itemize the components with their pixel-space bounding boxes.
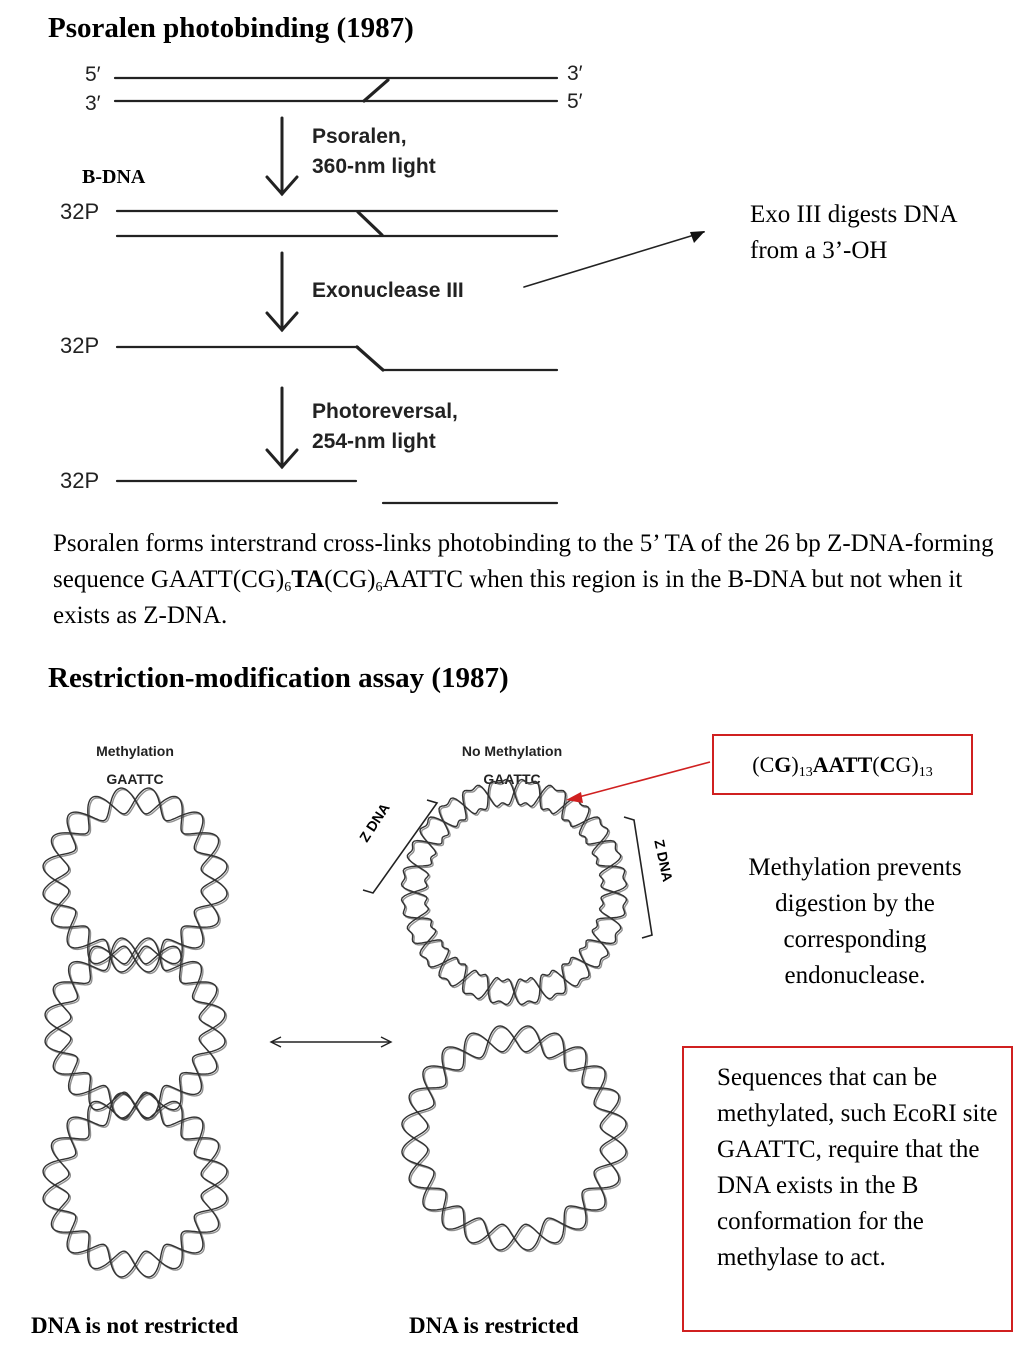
bottom-strand-3-end: 3′ bbox=[85, 92, 101, 115]
p32-label-1: 32P bbox=[60, 199, 100, 224]
methylation-label: Methylation GAATTC bbox=[96, 743, 174, 787]
psoralen-scheme bbox=[113, 76, 705, 505]
right-ring-bdna-strand-2 bbox=[401, 1025, 627, 1251]
digested-crosslink bbox=[355, 345, 385, 372]
restriction-title: Restriction-modification assay (1987) bbox=[48, 662, 509, 694]
right-ring-zdna-strand-1 bbox=[400, 778, 628, 1006]
step-exonuclease: Exonuclease III bbox=[312, 279, 464, 302]
sequences-note-box: Sequences that can be methylated, such E… bbox=[682, 1046, 1013, 1332]
top-strand-5-end: 5′ bbox=[85, 63, 101, 86]
sequence-box: (CG)13AATT(CG)13 bbox=[712, 734, 973, 795]
psoralen-description: Psoralen forms interstrand cross-links p… bbox=[53, 530, 994, 629]
zdna-bracket-left bbox=[362, 799, 439, 894]
p32-label-2: 32P bbox=[60, 333, 100, 358]
psoralen-title: Psoralen photobinding (1987) bbox=[48, 12, 414, 44]
sequences-note: Sequences that can be methylated, such E… bbox=[717, 1064, 998, 1271]
top-strand-3-end: 3′ bbox=[567, 62, 583, 85]
left-ring-bottom-strand-2 bbox=[42, 1092, 228, 1278]
p32-label-3: 32P bbox=[60, 468, 100, 493]
bdna-label: B-DNA bbox=[82, 166, 146, 188]
step-photoreversal: Photoreversal, 254-nm light bbox=[312, 400, 458, 453]
methylation-note: Methylation prevents digestion by the co… bbox=[748, 854, 962, 989]
left-ring-bottom-strand-2 bbox=[43, 1093, 230, 1280]
step-psoralen: Psoralen, 360-nm light bbox=[312, 125, 436, 178]
bottom-strand-5-end: 5′ bbox=[567, 90, 583, 113]
annotation-arrowhead bbox=[690, 231, 705, 243]
right-ring-bdna-strand-2 bbox=[402, 1026, 629, 1253]
crosslink-bound bbox=[356, 210, 384, 237]
exo-annotation: Exo III digests DNA from a 3’-OH bbox=[750, 201, 958, 264]
right-ring-bdna-strand-1 bbox=[401, 1025, 627, 1251]
red-pointer-arrow bbox=[574, 761, 711, 799]
right-ring-zdna-strand-2 bbox=[402, 780, 629, 1007]
zdna-bracket-right bbox=[623, 816, 653, 939]
right-ring-bdna-strand-1 bbox=[402, 1026, 629, 1253]
right-ring-zdna-strand-2 bbox=[400, 778, 628, 1006]
right-ring-zdna-strand-1 bbox=[402, 780, 629, 1007]
caption-restricted: DNA is restricted bbox=[409, 1313, 579, 1338]
caption-not-restricted: DNA is not restricted bbox=[31, 1313, 239, 1338]
crosslink bbox=[362, 78, 390, 103]
